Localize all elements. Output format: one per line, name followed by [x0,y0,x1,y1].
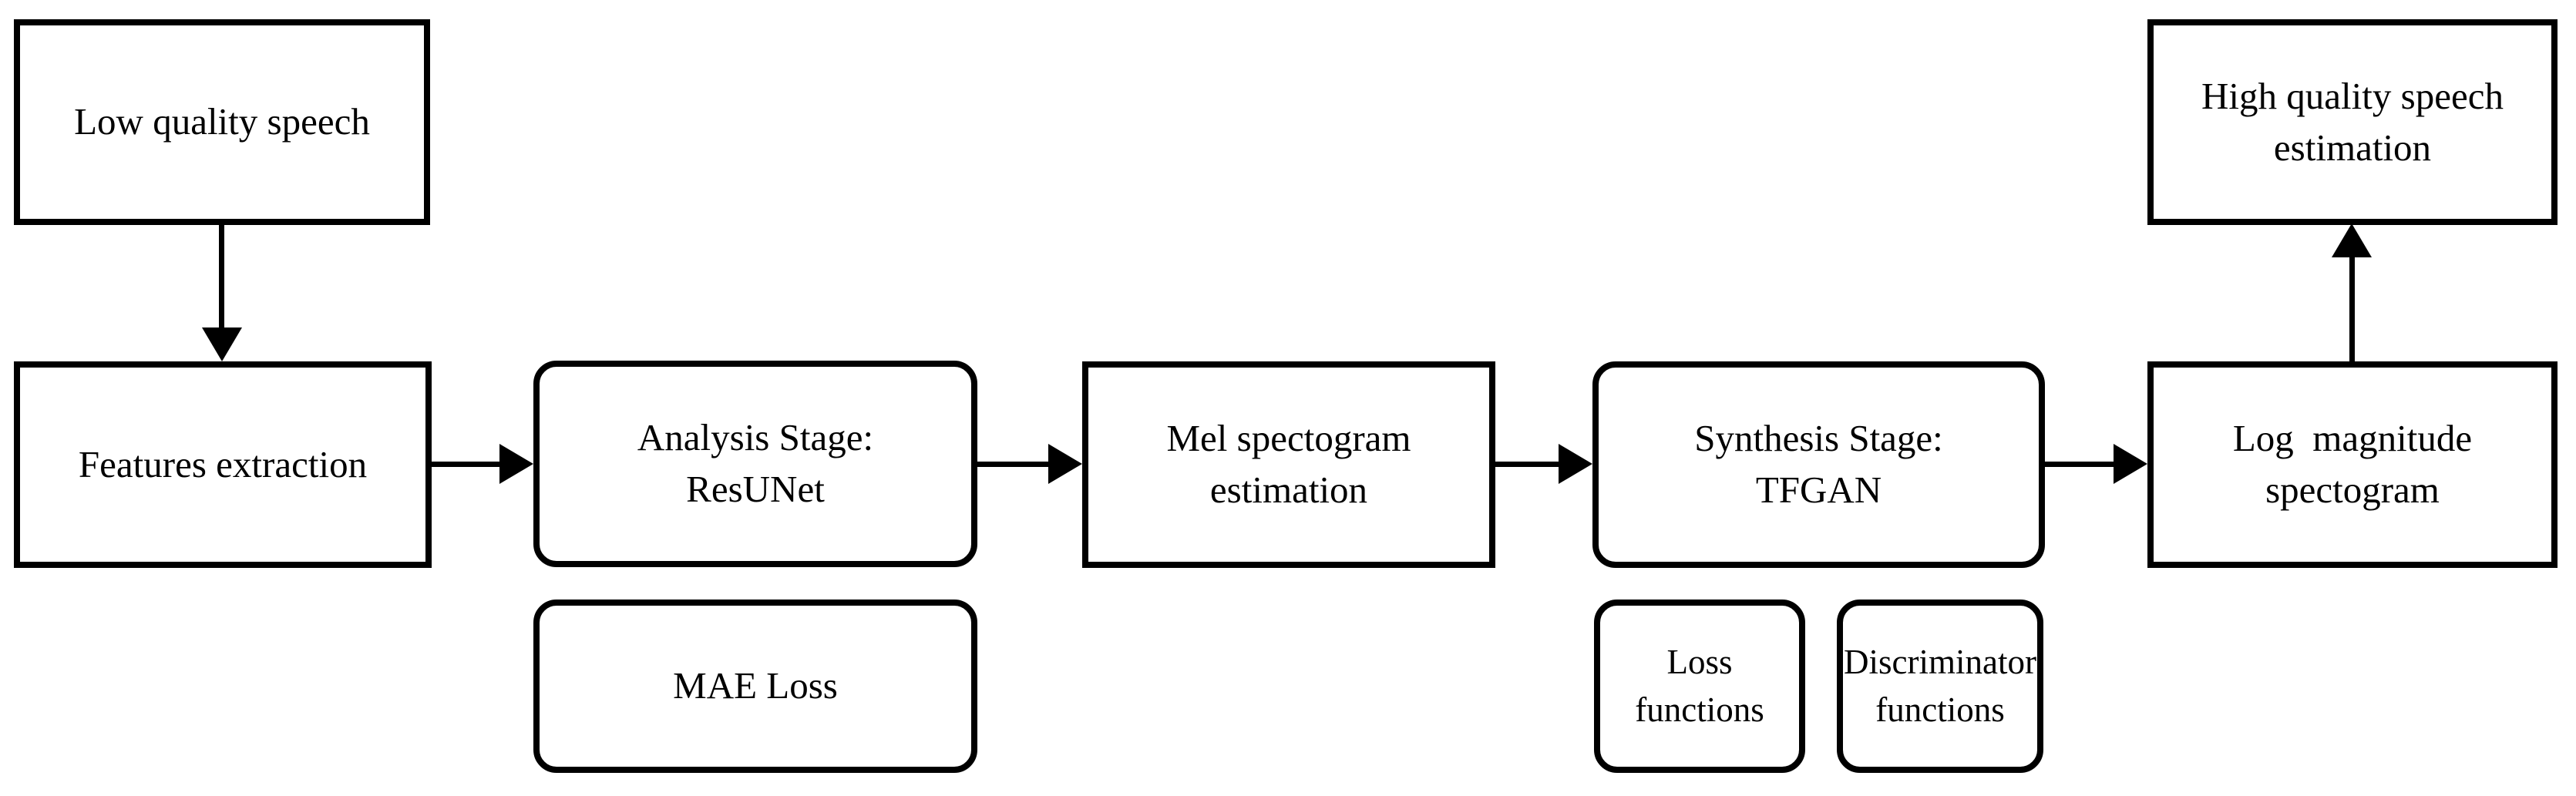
arrowhead-down-icon [202,327,242,361]
connector-line [976,462,1050,467]
node-high-quality-speech-estimation: High quality speech estimation [2147,19,2558,225]
connector-line [430,462,501,467]
node-synthesis-stage-tfgan: Synthesis Stage: TFGAN [1592,361,2045,568]
node-analysis-stage-resunet: Analysis Stage: ResUNet [533,361,977,567]
arrowhead-up-icon [2332,223,2372,257]
node-mel-spectogram-estimation: Mel spectogram estimation [1082,361,1495,568]
arrowhead-right-icon [2114,444,2147,484]
node-mae-loss: MAE Loss [533,600,977,773]
connector-line [219,223,224,329]
node-loss-functions: Loss functions [1594,600,1805,773]
node-low-quality-speech: Low quality speech [14,19,430,225]
arrowhead-right-icon [1048,444,1082,484]
connector-line [2043,462,2115,467]
node-discriminator-functions: Discriminator functions [1837,600,2043,773]
connector-line [1494,462,1560,467]
node-features-extraction: Features extraction [14,361,432,568]
connector-line [2349,256,2355,363]
node-log-magnitude-spectogram: Log magnitude spectogram [2147,361,2558,568]
arrowhead-right-icon [1559,444,1592,484]
arrowhead-right-icon [499,444,533,484]
